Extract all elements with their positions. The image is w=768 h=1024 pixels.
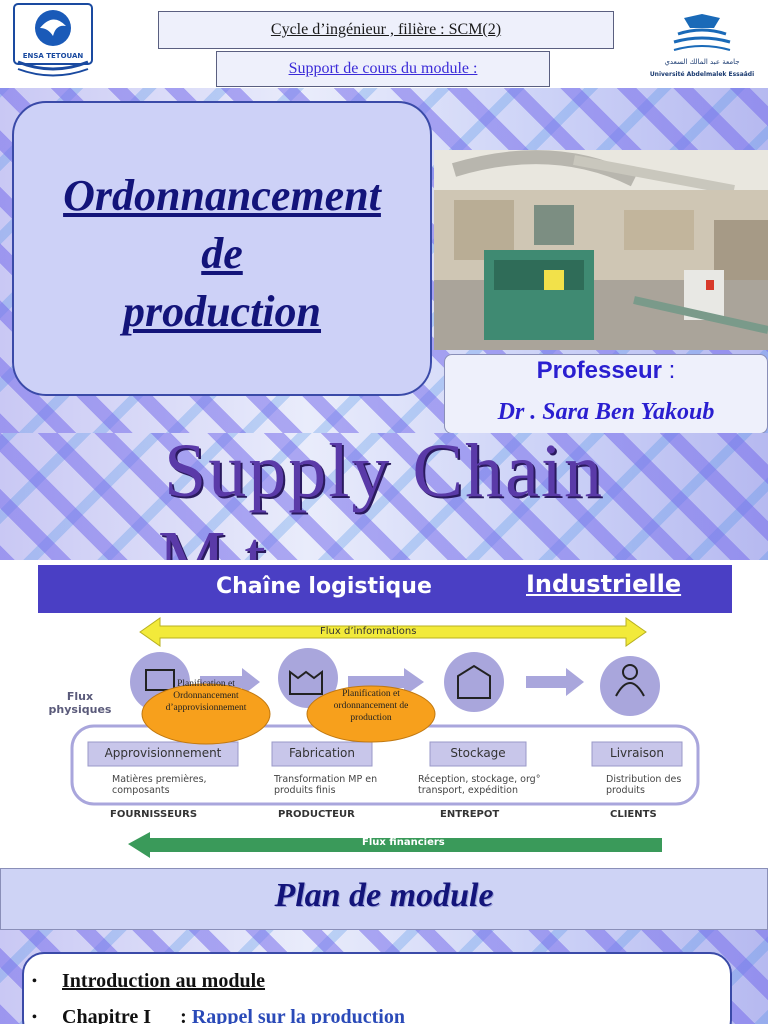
module-support-label: Support de cours du module : <box>216 51 550 87</box>
stage-fabrication: Fabrication <box>289 746 355 760</box>
svg-text:ENSA TETOUAN: ENSA TETOUAN <box>23 52 84 60</box>
stage-desc-fabrication: Transformation MP en produits finis <box>274 774 378 796</box>
program-label: Cycle d’ingénieur , filière : SCM(2) <box>158 11 614 49</box>
professor-name: Dr . Sara Ben Yakoub <box>497 399 715 425</box>
workshop-photo <box>434 150 768 350</box>
flux-physiques-label: Flux physiques <box>48 690 112 716</box>
flux-arrow-1 <box>200 668 260 696</box>
flux-arrow-2 <box>348 668 424 696</box>
plan-title-box: Plan de module <box>0 868 768 930</box>
ellipse-production-text: Planification et ordonnancement de produ… <box>333 689 409 723</box>
actor-fournisseurs: FOURNISSEURS <box>110 809 198 820</box>
client-icon <box>600 656 660 716</box>
course-title: Ordonnancement de production <box>63 171 381 336</box>
ellipse-approvisionnement-text: Planification et Ordonnancement d’approv… <box>165 679 247 713</box>
flux-info-arrow <box>139 617 647 647</box>
plan-item-introduction: •Introduction au module <box>32 970 266 992</box>
actor-entrepot: ENTREPOT <box>440 809 500 820</box>
ellipse-production <box>306 685 436 743</box>
stage-desc-stockage: Réception, stockage, org° transport, exp… <box>418 774 541 796</box>
plan-item-chapitre-1: •Chapitre I : Rappel sur la production <box>32 1006 405 1024</box>
actor-clients: CLIENTS <box>610 809 657 820</box>
decorative-pattern-middle <box>0 433 768 565</box>
supply-chain-heading: Supply Chain <box>164 429 604 513</box>
plan-list: •Introduction au module •Chapitre I : Ra… <box>22 952 732 1024</box>
stage-stockage: Stockage <box>450 746 506 760</box>
stage-desc-livraison: Distribution des produits <box>606 774 682 796</box>
svg-text:جامعة عبد المالك السعدي: جامعة عبد المالك السعدي <box>664 58 739 66</box>
supply-chain-diagram: Chaîne logistique Industrielle Flux d’in… <box>0 560 768 868</box>
plan-title: Plan de module <box>274 877 494 914</box>
professor-box: Professeur : Dr . Sara Ben Yakoub <box>444 354 768 434</box>
svg-text:Université Abdelmalek Essaâdi: Université Abdelmalek Essaâdi <box>650 71 754 78</box>
stage-desc-approvisionnement: Matières premières, composants <box>112 774 207 796</box>
actor-producteur: PRODUCTEUR <box>278 809 355 820</box>
flux-financiers-label: Flux financiers <box>362 837 445 848</box>
course-title-box: Ordonnancement de production <box>12 101 432 396</box>
diagram-banner <box>38 565 732 613</box>
university-logo: جامعة عبد المالك السعدي Université Abdel… <box>650 14 754 78</box>
warehouse-icon <box>444 652 504 712</box>
flux-info-label: Flux d’informations <box>320 626 417 637</box>
header: ENSA TETOUAN Cycle d’ingénieur , filière… <box>0 0 768 88</box>
flux-fin-arrow <box>128 832 662 858</box>
stage-livraison: Livraison <box>610 746 664 760</box>
professor-label: Professeur : <box>536 357 676 384</box>
ensa-logo: ENSA TETOUAN <box>13 3 93 77</box>
flux-arrow-3 <box>526 668 584 696</box>
ellipse-approvisionnement <box>141 683 271 745</box>
diagram-graphics <box>38 565 732 858</box>
stage-approvisionnement: Approvisionnement <box>104 746 222 760</box>
diagram-title: Chaîne logistique <box>216 574 432 599</box>
diagram-title-emphasis: Industrielle <box>526 570 682 598</box>
